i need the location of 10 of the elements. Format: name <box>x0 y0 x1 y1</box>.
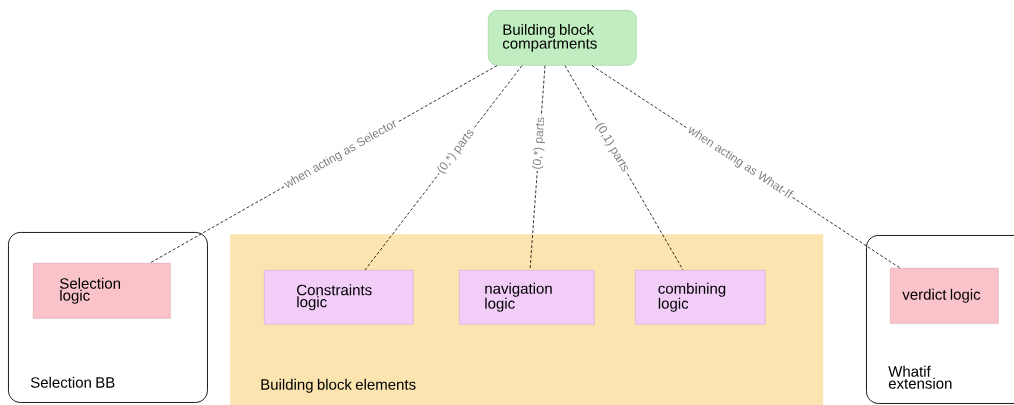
logic-box: verdict logic <box>890 268 999 324</box>
group-label: Selection BB <box>30 376 115 388</box>
compartment-box: Building block compartments <box>488 10 637 66</box>
logic-box: combining logic <box>635 270 766 325</box>
group-label: Whatif extension <box>888 365 952 389</box>
logic-box: Selection logic <box>33 263 171 319</box>
group-label: Building block elements <box>261 378 416 393</box>
logic-box: Constraints logic <box>264 270 414 325</box>
logic-box: navigation logic <box>459 270 595 325</box>
edge-label: (0,*) parts <box>532 117 545 169</box>
